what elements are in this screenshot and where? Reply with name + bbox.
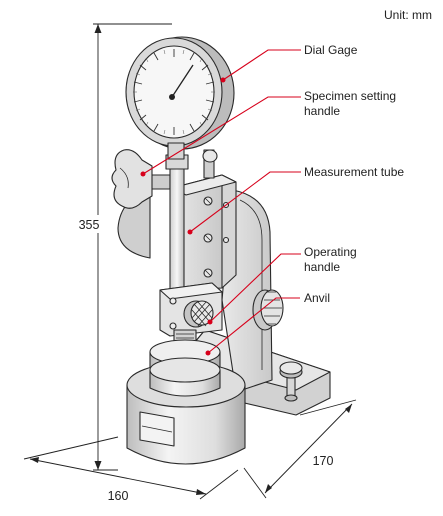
- callout-operating-handle: Operating handle: [207, 245, 357, 325]
- height-value: 355: [79, 218, 100, 232]
- callout-anvil: Anvil: [205, 291, 330, 356]
- dial-ticks: [133, 49, 215, 135]
- depth-dimension: 170: [243, 399, 357, 499]
- cylindrical-base: [126, 357, 246, 465]
- width-arrow-left: [30, 457, 39, 463]
- height-arrow-bottom: [94, 461, 102, 470]
- label-measurement-tube: Measurement tube: [304, 165, 404, 179]
- depth-value: 170: [313, 454, 334, 468]
- label-dial-gage: Dial Gage: [304, 43, 358, 57]
- callout-dial-gage: Dial Gage: [220, 43, 358, 83]
- specimen-setting-handle: [111, 149, 171, 209]
- width-arrow-right: [196, 489, 206, 495]
- width-value: 160: [108, 489, 129, 503]
- label-specimen-line2: handle: [304, 104, 340, 118]
- height-dimension: 355: [78, 23, 172, 471]
- depth-arrow-bottom: [265, 484, 272, 493]
- dial-pivot: [169, 94, 175, 100]
- callout-specimen-setting-handle: Specimen setting handle: [140, 89, 396, 177]
- adjusting-screw: [279, 361, 303, 402]
- depth-arrow-top: [345, 404, 352, 413]
- label-anvil: Anvil: [304, 291, 330, 305]
- label-operating-line2: handle: [304, 260, 340, 274]
- dial-gage: [125, 36, 235, 160]
- label-specimen-line1: Specimen setting: [304, 89, 396, 103]
- callout-measurement-tube: Measurement tube: [187, 165, 404, 235]
- dial-needle: [171, 64, 194, 98]
- spindle-rod: [165, 149, 218, 311]
- unit-note: Unit: mm: [384, 8, 432, 22]
- height-arrow-top: [94, 24, 102, 33]
- measurement-tube-body: [171, 174, 237, 291]
- rear-clamp-knob: [252, 289, 284, 331]
- label-operating-line1: Operating: [304, 245, 357, 259]
- operating-handle: [183, 300, 214, 328]
- width-dimension: 160: [23, 436, 239, 503]
